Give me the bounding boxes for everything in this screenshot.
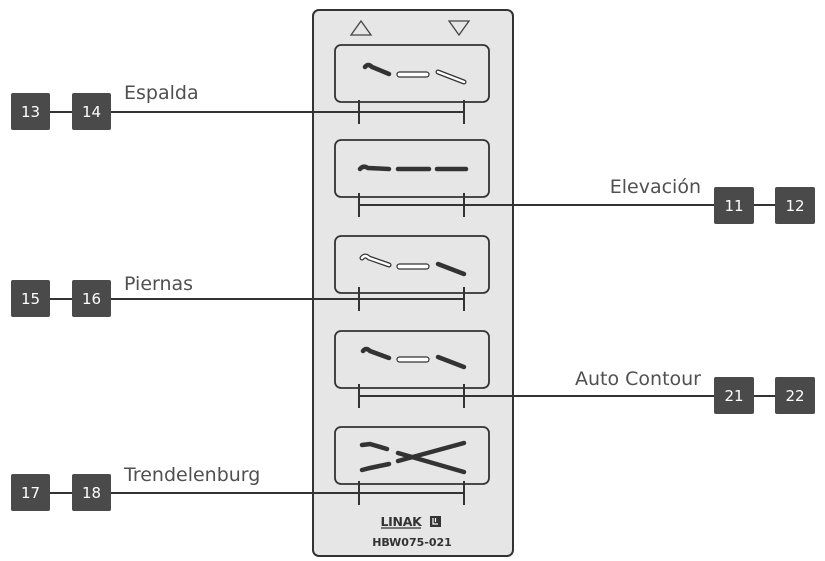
model-number: HBW075-021	[372, 536, 452, 549]
badge-group-elevacion: 11 12	[714, 187, 815, 224]
badge-group-espalda: 13 14	[11, 93, 111, 130]
triangle-down-outline-icon	[447, 20, 471, 37]
linak-logo-icon	[430, 516, 441, 527]
function-label-espalda: Espalda	[124, 82, 199, 104]
badge-number: 11	[724, 197, 743, 215]
number-badge	[72, 93, 111, 130]
badge-number: 13	[21, 103, 40, 121]
badge-number: 12	[785, 197, 804, 215]
backrest-button[interactable]	[334, 44, 490, 103]
number-badge	[11, 93, 50, 130]
number-badge	[11, 280, 50, 317]
brand-name: LINAK	[381, 514, 424, 529]
badge-number: 16	[82, 290, 101, 308]
badge-group-trendelenburg: 17 18	[11, 474, 111, 511]
badge-number: 15	[21, 290, 40, 308]
height-icon	[357, 164, 469, 172]
badge-number: 22	[785, 387, 804, 405]
number-badge	[72, 474, 111, 511]
number-badge	[775, 377, 815, 414]
auto-contour-icon	[360, 346, 467, 370]
number-badge	[775, 187, 815, 224]
number-badge	[11, 474, 50, 511]
number-badge	[72, 280, 111, 317]
leader-lines	[50, 100, 775, 505]
auto-contour-button[interactable]	[334, 330, 490, 389]
number-badge	[714, 187, 754, 224]
function-label-auto-contour: Auto Contour	[575, 368, 701, 390]
function-label-trendelenburg: Trendelenburg	[123, 464, 260, 486]
brand-block: LINAK HBW075-021	[372, 514, 452, 549]
legrest-icon	[359, 253, 467, 277]
badge-group-auto-contour: 21 22	[714, 377, 815, 414]
badge-number: 14	[82, 103, 101, 121]
number-badge	[714, 377, 754, 414]
height-button[interactable]	[334, 139, 490, 198]
function-label-elevacion: Elevación	[610, 176, 701, 198]
badge-group-piernas: 15 16	[11, 280, 111, 317]
badge-number: 18	[82, 484, 101, 502]
badge-number: 17	[21, 484, 40, 502]
triangle-up-outline-icon	[349, 19, 373, 36]
backrest-icon	[362, 62, 467, 85]
function-label-piernas: Piernas	[124, 273, 193, 295]
badge-number: 21	[724, 387, 743, 405]
trendelenburg-button[interactable]	[334, 426, 490, 485]
trendelenburg-icon	[359, 440, 467, 475]
legrest-button[interactable]	[334, 235, 490, 294]
